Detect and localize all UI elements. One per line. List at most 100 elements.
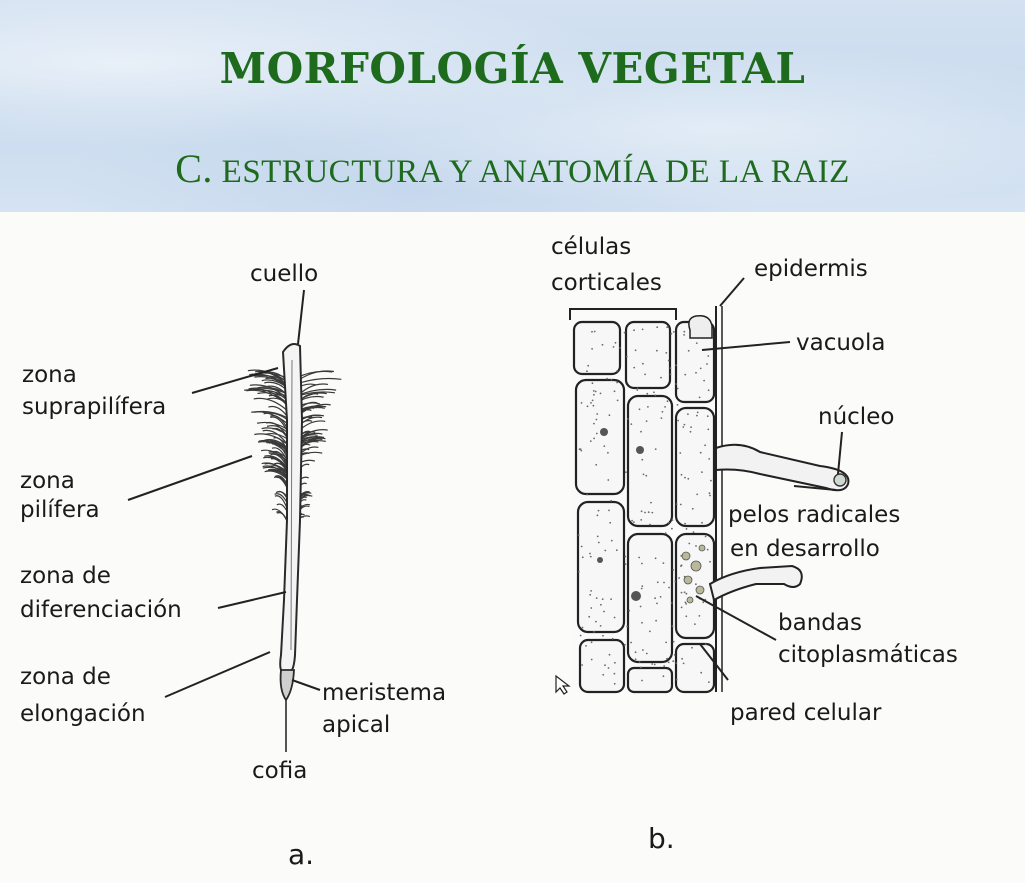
stipple-dot: [619, 347, 621, 349]
stipple-dot: [696, 493, 699, 496]
stipple-dot: [638, 661, 641, 663]
root-hair: [274, 475, 288, 484]
label-zona-pilifera-1: zona: [20, 468, 75, 494]
stipple-dot: [591, 399, 594, 402]
nucleo-leader: [837, 431, 843, 475]
stipple-dot: [612, 346, 615, 348]
cell: [674, 642, 716, 694]
stipple-dot: [630, 641, 632, 644]
stipple-dot: [589, 593, 592, 596]
stipple-dot: [696, 411, 699, 414]
stipple-dot: [613, 616, 616, 619]
stipple-dot: [604, 664, 606, 667]
stipple-dot: [580, 449, 583, 452]
root-hair: [262, 466, 288, 474]
root-hair: [270, 453, 288, 467]
stipple-dot: [698, 396, 701, 399]
cell: [578, 638, 626, 694]
stipple-dot: [672, 660, 675, 663]
stipple-dot: [684, 522, 686, 525]
stipple-dot: [699, 367, 702, 370]
stipple-dot: [698, 615, 701, 617]
stipple-dot: [672, 569, 675, 571]
cell-grid: [572, 320, 716, 694]
stipple-dot: [590, 607, 593, 609]
stipple-dot: [631, 519, 633, 522]
stipple-dot: [593, 330, 596, 333]
stipple-dot: [677, 419, 679, 422]
stipple-dot: [660, 376, 662, 379]
stipple-dot: [634, 651, 637, 654]
stipple-dot: [624, 643, 626, 646]
stipple-dot: [606, 377, 608, 380]
root-hair: [264, 470, 288, 480]
root-hair: [276, 490, 288, 499]
stipple-dot: [667, 359, 670, 362]
stipple-dot: [687, 477, 690, 480]
subtitle-text: ESTRUCTURA Y ANATOMÍA DE LA RAIZ: [212, 154, 850, 190]
stipple-dot: [683, 330, 686, 333]
stipple-dot: [671, 527, 673, 530]
bandas-leader: [695, 595, 777, 641]
stipple-dot: [633, 329, 635, 332]
stipple-dot: [709, 494, 711, 497]
stipple-dot: [586, 493, 589, 496]
stipple-dot: [682, 426, 685, 428]
stipple-dot: [640, 666, 642, 669]
stipple-dot: [663, 581, 665, 584]
stipple-dot: [651, 663, 654, 665]
stipple-dot: [680, 473, 683, 476]
stipple-dot: [595, 620, 597, 623]
root-hair: [251, 411, 288, 424]
cell: [626, 394, 674, 528]
stipple-dot: [704, 444, 706, 447]
stipple-dot: [593, 437, 595, 440]
root-hair: [260, 449, 288, 463]
stipple-dot: [590, 402, 592, 404]
stipple-dot: [609, 521, 612, 524]
epidermis-leader: [719, 277, 745, 307]
stipple-dot: [581, 556, 584, 559]
root-hair: [268, 405, 288, 417]
cell-nuclei: [597, 428, 644, 601]
stipple-dot: [603, 610, 605, 613]
stipple-dot: [641, 328, 644, 331]
slide-subtitle: C. ESTRUCTURA Y ANATOMÍA DE LA RAIZ: [0, 145, 1025, 192]
stipple-dot: [685, 603, 687, 605]
stipple-dot: [676, 387, 679, 390]
stipple-dot: [704, 643, 707, 645]
stipple-dot: [594, 390, 597, 393]
stipple-dot: [595, 597, 598, 599]
cell: [576, 500, 626, 634]
stipple-dot: [600, 603, 602, 606]
stipple-dot: [696, 414, 698, 417]
stipple-dot: [666, 657, 668, 660]
root-hair: [262, 429, 288, 445]
stipple-dot: [625, 355, 628, 358]
stipple-dot: [685, 615, 688, 618]
stipple-dot: [669, 373, 672, 376]
stipple-dot: [684, 476, 686, 479]
cell: [626, 666, 674, 694]
stipple-dot: [601, 598, 604, 600]
stipple-dot: [653, 663, 656, 666]
label-epidermis: epidermis: [754, 256, 868, 282]
stipple-dot: [590, 641, 593, 644]
stipple-dot: [610, 499, 613, 502]
stipple-dot: [674, 580, 677, 583]
stipple-dot: [651, 511, 654, 514]
stipple-dot: [591, 382, 594, 385]
stipple-dot: [634, 658, 637, 661]
stipple-dot: [689, 430, 692, 433]
vacuole-bump: [688, 314, 713, 339]
label-zona-diferenciacion-1: zona de: [20, 563, 111, 589]
stipple-dot: [636, 389, 639, 391]
stipple-dot: [615, 549, 618, 552]
stipple-dot: [597, 541, 600, 544]
stipple-dot: [662, 562, 665, 564]
stipple-dot: [579, 448, 582, 450]
stipple-dot: [601, 343, 604, 346]
stipple-dot: [704, 535, 707, 538]
stipple-dot: [708, 681, 710, 683]
stipple-dot: [581, 664, 583, 666]
